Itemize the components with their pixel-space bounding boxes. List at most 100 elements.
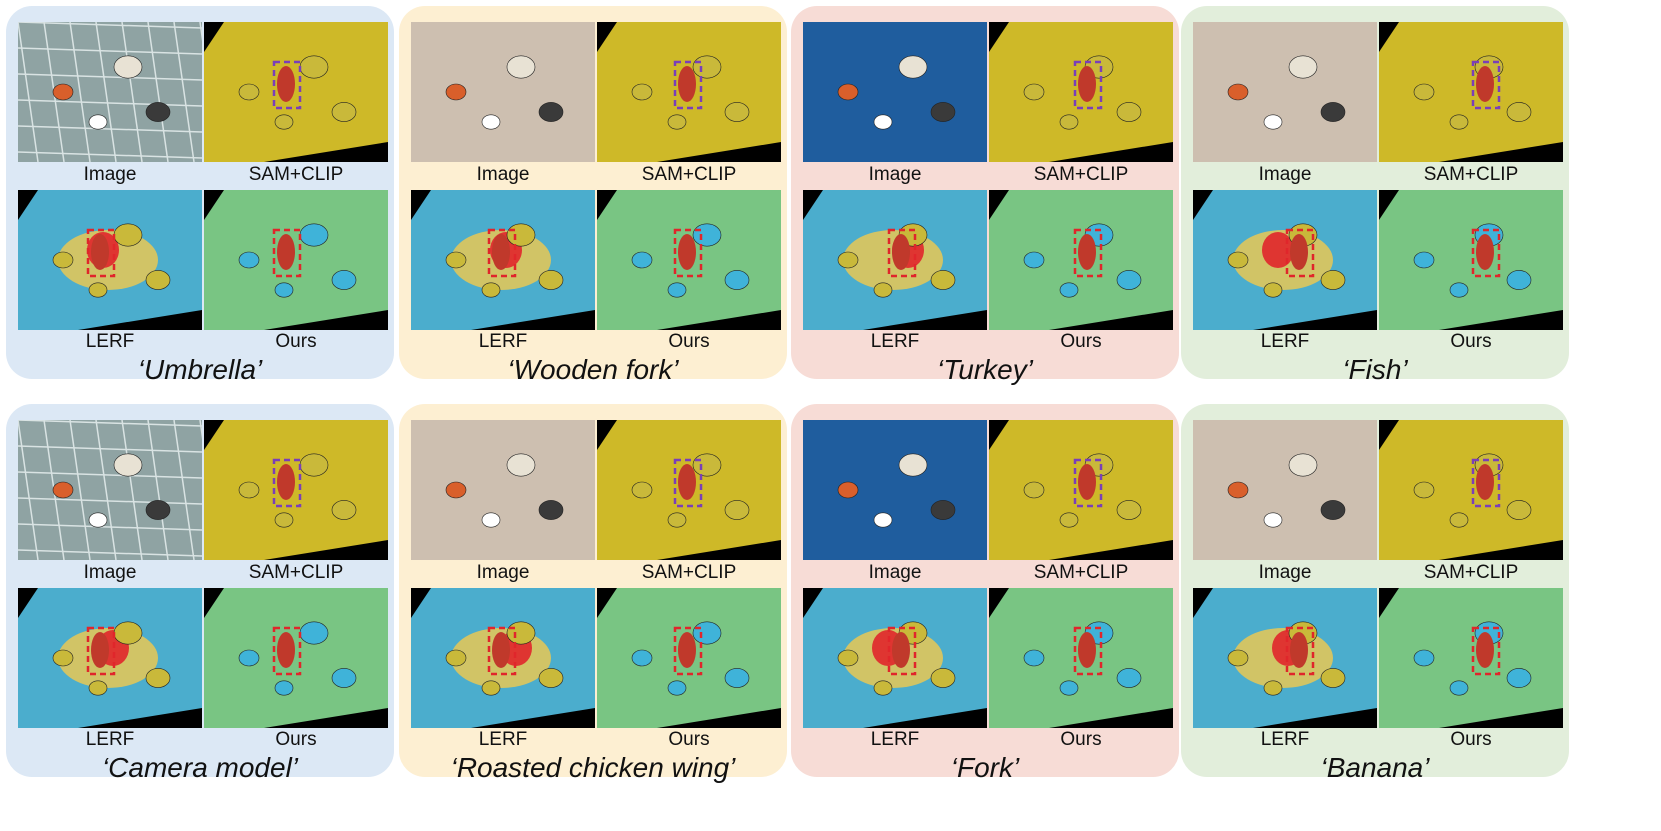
- target-box: [673, 228, 703, 278]
- lerf-label: LERF: [85, 729, 135, 750]
- grid-line: [69, 22, 91, 162]
- ours-tile-graphic: [1379, 190, 1563, 330]
- ours-label: Ours: [275, 331, 317, 352]
- scene-object: [538, 270, 564, 290]
- target-box: [272, 626, 302, 676]
- query-caption: ‘Wooden fork’: [507, 354, 679, 385]
- tabletop: [1379, 22, 1563, 162]
- target-box: [673, 626, 703, 676]
- scene-object: [331, 270, 357, 290]
- target-segment: [892, 632, 910, 668]
- sam-tile: [204, 22, 388, 162]
- scene-object: [299, 453, 329, 477]
- scene-object: [445, 251, 467, 269]
- sam-tile: [597, 420, 781, 560]
- scene-object: [88, 680, 108, 696]
- target-segment: [91, 632, 109, 668]
- grid-line: [121, 420, 143, 560]
- lerf-tile-graphic: [803, 190, 987, 330]
- scene-object: [445, 83, 467, 101]
- scene-object: [145, 500, 171, 520]
- image-tile: [18, 22, 202, 162]
- scene-object: [631, 649, 653, 667]
- lerf-tile: [803, 588, 987, 728]
- scene-object: [1059, 114, 1079, 130]
- scene-object: [1320, 668, 1346, 688]
- grid-line: [18, 125, 202, 133]
- scene-object: [1413, 649, 1435, 667]
- scene-object: [1059, 282, 1079, 298]
- image-tile-graphic: [18, 22, 202, 162]
- target-segment: [678, 66, 696, 102]
- ours-tile-graphic: [204, 190, 388, 330]
- scene-object: [145, 668, 171, 688]
- grid-line: [147, 22, 169, 162]
- scene-object: [1023, 481, 1045, 499]
- scene-object: [113, 621, 143, 645]
- scene-object: [331, 668, 357, 688]
- sam-label: SAM+CLIP: [248, 562, 344, 583]
- sam-label: SAM+CLIP: [248, 164, 344, 185]
- target-segment: [1290, 632, 1308, 668]
- scene-object: [1227, 649, 1249, 667]
- scene-object: [930, 102, 956, 122]
- scene-object: [1059, 512, 1079, 528]
- grid-line: [18, 523, 202, 531]
- target-box: [1471, 626, 1501, 676]
- target-segment: [1078, 632, 1096, 668]
- ours-tile-graphic: [597, 588, 781, 728]
- image-label: Image: [476, 562, 530, 583]
- query-caption: ‘Roasted chicken wing’: [450, 752, 736, 783]
- scene-object: [1288, 55, 1318, 79]
- scene-object: [1320, 102, 1346, 122]
- target-segment: [492, 234, 510, 270]
- scene-object: [1413, 83, 1435, 101]
- tabletop: [18, 420, 202, 560]
- grid-line: [121, 22, 143, 162]
- lerf-label: LERF: [870, 729, 920, 750]
- image-label: Image: [476, 164, 530, 185]
- scene-object: [1227, 481, 1249, 499]
- scene-object: [274, 680, 294, 696]
- target-box: [86, 228, 116, 278]
- scene-object: [1059, 680, 1079, 696]
- scene-object: [667, 114, 687, 130]
- scene-object: [724, 270, 750, 290]
- tabletop: [1379, 190, 1563, 330]
- target-box: [1073, 60, 1103, 110]
- sam-tile-graphic: [597, 22, 781, 162]
- target-box: [1073, 626, 1103, 676]
- scene-object: [692, 453, 722, 477]
- scene-object: [1320, 500, 1346, 520]
- scene-object: [631, 251, 653, 269]
- grid-line: [18, 99, 202, 107]
- lerf-tile-graphic: [411, 190, 595, 330]
- scene-object: [52, 649, 74, 667]
- scene-object: [1506, 102, 1532, 122]
- scene-object: [506, 453, 536, 477]
- scene-object: [1263, 680, 1283, 696]
- target-box: [1285, 626, 1315, 676]
- scene-object: [837, 649, 859, 667]
- target-box: [673, 60, 703, 110]
- sam-label: SAM+CLIP: [1423, 164, 1519, 185]
- grid-line: [173, 22, 195, 162]
- query-caption: ‘Turkey’: [937, 354, 1033, 385]
- lerf-tile: [1193, 588, 1377, 728]
- ours-tile-graphic: [204, 588, 388, 728]
- image-tile: [411, 420, 595, 560]
- grid-line: [18, 151, 202, 159]
- scene-object: [299, 55, 329, 79]
- sam-tile: [1379, 22, 1563, 162]
- scene-object: [692, 223, 722, 247]
- scene-object: [692, 55, 722, 79]
- grid-line: [95, 22, 117, 162]
- target-box: [1471, 228, 1501, 278]
- target-segment: [1078, 234, 1096, 270]
- sam-tile: [989, 22, 1173, 162]
- image-tile: [803, 22, 987, 162]
- scene-object: [238, 251, 260, 269]
- target-box: [272, 228, 302, 278]
- scene-object: [1263, 114, 1283, 130]
- target-box: [1471, 60, 1501, 110]
